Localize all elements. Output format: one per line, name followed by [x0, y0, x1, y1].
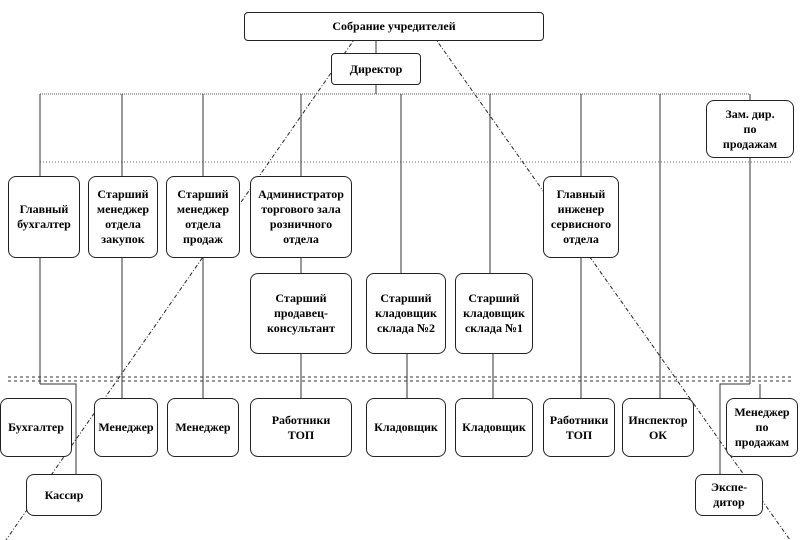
manager-box-2: Менеджер [167, 398, 239, 457]
retail-admin-box: Администратор торгового зала розничного … [250, 176, 352, 258]
storekeeper-box-1: Кладовщик [366, 398, 446, 457]
storekeeper-box-2: Кладовщик [455, 398, 533, 457]
connector-forwarder [719, 383, 750, 474]
forwarder-box: Экспе- дитор [695, 474, 763, 516]
chief-accountant-box: Главный бухгалтер [8, 176, 80, 258]
founders-meeting-box: Собрание учредителей [244, 12, 544, 41]
inspector-box: Инспектор ОК [622, 398, 694, 457]
director-box: Директор [331, 53, 421, 85]
senior-storekeeper-1-box: Старший кладовщик склада №1 [455, 273, 533, 354]
top-workers-box-1: Работники ТОП [250, 398, 352, 457]
top-workers-box-2: Работники ТОП [543, 398, 615, 457]
chief-engineer-box: Главный инженер сервисного отдела [543, 176, 619, 258]
connector-cashier [40, 383, 77, 474]
senior-sales-manager-box: Старший менеджер отдела продаж [166, 176, 240, 258]
accountant-box: Бухгалтер [0, 398, 72, 457]
manager-box-1: Менеджер [94, 398, 158, 457]
sales-manager-box: Менеджер по продажам [726, 398, 798, 457]
cashier-box: Кассир [26, 474, 102, 516]
senior-storekeeper-2-box: Старший кладовщик склада №2 [366, 273, 446, 354]
senior-purchasing-manager-box: Старший менеджер отдела закупок [88, 176, 158, 258]
senior-consultant-box: Старший продавец- консультант [250, 273, 352, 354]
deputy-director-box: Зам. дир. по продажам [706, 100, 794, 158]
